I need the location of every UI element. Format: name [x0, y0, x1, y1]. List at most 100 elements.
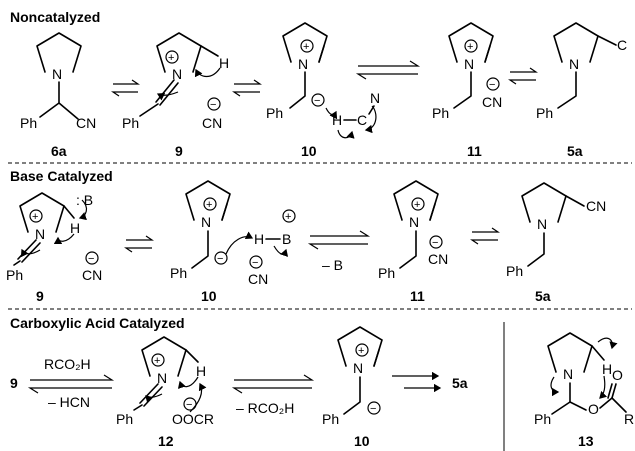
svg-text:H: H — [254, 231, 264, 247]
svg-text:O: O — [612, 367, 623, 383]
equilibrium-arrow — [470, 227, 500, 245]
svg-text:N: N — [157, 370, 167, 386]
svg-text:B: B — [282, 231, 291, 247]
svg-text:N: N — [172, 66, 182, 82]
compound-6a: N Ph CN — [20, 32, 96, 131]
svg-text:Ph: Ph — [170, 265, 187, 281]
reagent-minus-rco2h: – RCO₂H — [236, 400, 294, 416]
svg-text:Ph: Ph — [506, 263, 523, 279]
svg-text:CN: CN — [76, 115, 96, 131]
svg-text:N: N — [201, 214, 211, 230]
compound-12: N + Ph H − OOCR — [116, 336, 214, 427]
svg-text:−: − — [489, 79, 495, 91]
svg-text:Ph: Ph — [378, 265, 395, 281]
compound-9-base: N + Ph H : B − CN — [6, 192, 102, 283]
compound-10-acid: N + Ph − — [322, 326, 383, 427]
svg-text:Ph: Ph — [116, 411, 133, 427]
protonated-base: H B + − CN — [248, 209, 296, 287]
minus-b-label: – B — [322, 257, 343, 273]
svg-text:+: + — [32, 211, 38, 223]
equilibrium-arrow-long — [231, 374, 315, 394]
equilibrium-arrow — [508, 67, 538, 85]
label-10-base: 10 — [201, 288, 217, 304]
compound-10: N + Ph − — [266, 22, 328, 121]
equilibrium-arrow — [124, 235, 154, 253]
svg-text:Ph: Ph — [266, 105, 283, 121]
svg-text:+: + — [414, 199, 420, 211]
svg-text:−: − — [370, 403, 376, 415]
svg-text:N: N — [52, 66, 62, 82]
compound-11-base: N + Ph − CN — [378, 180, 448, 281]
label-10-acid: 10 — [354, 433, 370, 449]
svg-text:+: + — [206, 199, 212, 211]
equilibrium-arrow — [232, 79, 262, 97]
equilibrium-arrow — [111, 79, 140, 97]
svg-text:N: N — [353, 360, 363, 376]
svg-text:H: H — [196, 363, 206, 379]
forward-arrow — [392, 371, 442, 393]
compound-5a: N C Ph — [536, 22, 627, 121]
equilibrium-arrow-long — [307, 230, 371, 250]
svg-text:−: − — [210, 99, 216, 111]
svg-text:CN: CN — [202, 115, 222, 131]
svg-text:+: + — [303, 41, 309, 53]
label-5a: 5a — [567, 143, 583, 159]
compound-5a-base: N CN Ph — [506, 182, 606, 279]
svg-text:N: N — [563, 366, 573, 382]
section-title-acid: Carboxylic Acid Catalyzed — [10, 315, 185, 331]
svg-text:CN: CN — [586, 198, 606, 214]
svg-text:Ph: Ph — [6, 267, 23, 283]
label-5a-base: 5a — [535, 288, 551, 304]
compound-11: N + Ph − CN — [432, 22, 502, 121]
label-9-base: 9 — [36, 288, 44, 304]
label-11: 11 — [467, 143, 482, 159]
svg-text:C: C — [357, 112, 367, 128]
svg-text:N: N — [537, 216, 547, 232]
label-9: 9 — [175, 143, 183, 159]
svg-text:OOCR: OOCR — [172, 411, 214, 427]
compound-9: N + Ph H − CN — [122, 32, 229, 131]
svg-text:Ph: Ph — [534, 411, 551, 427]
svg-text:+: + — [285, 211, 291, 223]
label-13: 13 — [578, 433, 594, 449]
svg-text:−: − — [252, 257, 258, 269]
compound-13: N Ph O O R H — [534, 332, 634, 427]
svg-text:+: + — [154, 355, 160, 367]
svg-text:N: N — [464, 56, 474, 72]
section-title-noncatalyzed: Noncatalyzed — [10, 9, 100, 25]
hcn-molecule: H C N — [325, 90, 380, 139]
svg-text:R: R — [624, 411, 634, 427]
reagent-rco2h: RCO₂H — [44, 356, 91, 372]
label-10: 10 — [301, 143, 317, 159]
svg-text:Ph: Ph — [536, 105, 553, 121]
svg-text:N: N — [370, 90, 380, 106]
svg-text:N: N — [569, 56, 579, 72]
svg-text:C: C — [617, 37, 627, 53]
svg-text:N: N — [409, 214, 419, 230]
svg-text:+: + — [168, 52, 174, 64]
label-6a: 6a — [51, 143, 67, 159]
svg-text:Ph: Ph — [432, 105, 449, 121]
svg-text:H: H — [332, 112, 342, 128]
svg-text:O: O — [588, 401, 599, 417]
svg-text:CN: CN — [428, 251, 448, 267]
label-11-base: 11 — [410, 288, 425, 304]
reagent-minus-hcn: – HCN — [48, 394, 90, 410]
svg-text:−: − — [88, 253, 94, 265]
svg-text:−: − — [314, 95, 320, 107]
svg-text:CN: CN — [482, 94, 502, 110]
svg-text:H: H — [219, 55, 229, 71]
svg-text:H: H — [70, 220, 80, 236]
equilibrium-arrow-long — [355, 60, 421, 80]
label-12: 12 — [158, 433, 174, 449]
svg-text:H: H — [602, 361, 612, 377]
svg-text:CN: CN — [82, 267, 102, 283]
svg-text:Ph: Ph — [322, 411, 339, 427]
equilibrium-arrow-long — [27, 374, 115, 394]
svg-text:+: + — [358, 345, 364, 357]
compound-10-base: N + Ph − — [170, 180, 254, 281]
svg-text:+: + — [467, 41, 473, 53]
svg-text:−: − — [186, 399, 192, 411]
svg-text:−: − — [432, 237, 438, 249]
